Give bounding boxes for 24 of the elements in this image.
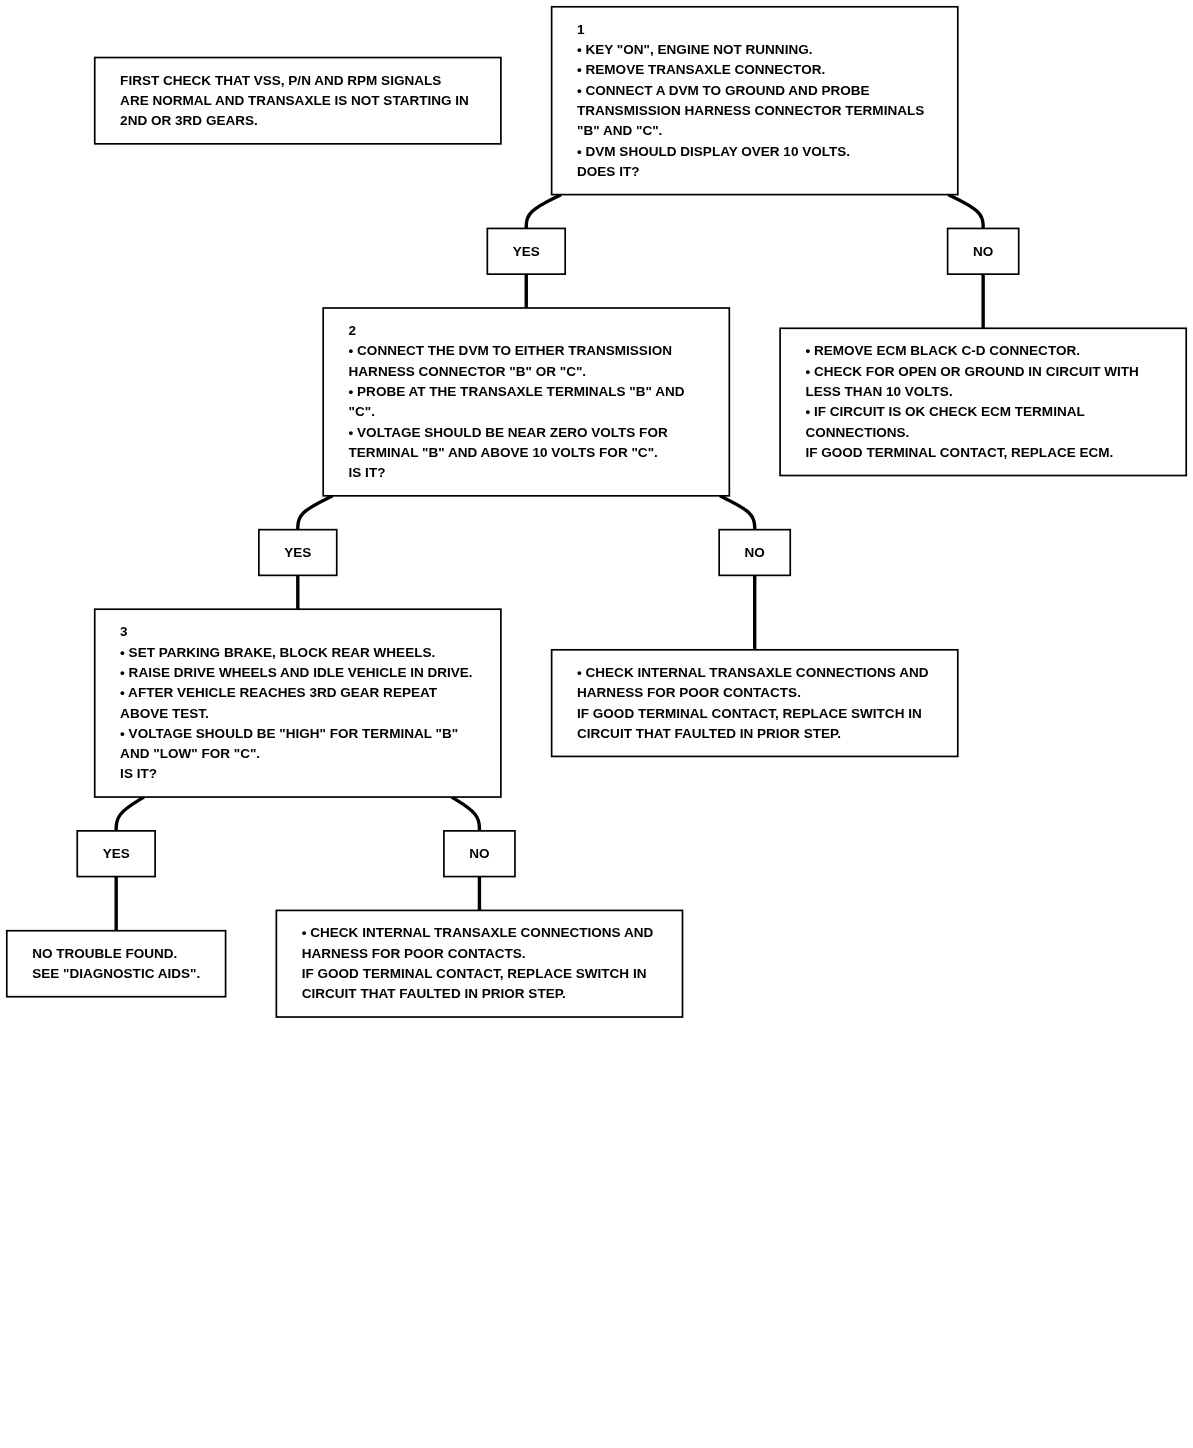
node-box: 3 • SET PARKING BRAKE, BLOCK REAR WHEELS. • RAISE DRIVE WHEELS AND IDLE VEHICLE IN DRIVE. • AFTER VEHICLE REACHES 3RD GEAR REPEAT ABOVE TEST. • VOLTAGE SHOULD BE "HIGH" FOR TERMINAL "B" AND "LOW" FOR "C". IS IT? bbox=[93, 608, 502, 798]
node-box: NO bbox=[718, 528, 792, 577]
connector bbox=[719, 494, 757, 530]
node-box: NO bbox=[946, 227, 1020, 275]
connector bbox=[981, 274, 985, 329]
connector bbox=[296, 494, 334, 530]
node-box: NO TROUBLE FOUND. SEE "DIAGNOSTIC AIDS". bbox=[5, 929, 227, 998]
connector bbox=[753, 575, 757, 650]
node-box: • CHECK INTERNAL TRANSAXLE CONNECTIONS AND HARNESS FOR POOR CONTACTS. IF GOOD TERMINAL CONTACT, REPLACE SWITCH IN CIRCUIT THAT FAULTED IN PRIOR STEP. bbox=[275, 909, 684, 1018]
connector bbox=[114, 876, 118, 931]
node-box: YES bbox=[486, 227, 567, 275]
connector bbox=[477, 876, 482, 911]
node-box: • REMOVE ECM BLACK C-D CONNECTOR. • CHECK FOR OPEN OR GROUND IN CIRCUIT WITH LESS THAN 10 VOLTS. • IF CIRCUIT IS OK CHECK ECM TERMINAL CONNECTIONS. IF GOOD TERMINAL CONTACT, REPLACE ECM. bbox=[779, 327, 1188, 477]
connector bbox=[524, 193, 562, 229]
node-box: YES bbox=[258, 528, 338, 577]
connector bbox=[947, 193, 985, 229]
node-box: NO bbox=[443, 830, 516, 878]
node-box: • CHECK INTERNAL TRANSAXLE CONNECTIONS AND HARNESS FOR POOR CONTACTS. IF GOOD TERMINAL CONTACT, REPLACE SWITCH IN CIRCUIT THAT FAULTED IN PRIOR STEP. bbox=[550, 648, 959, 758]
connector bbox=[296, 575, 300, 610]
node-box: 1 • KEY "ON", ENGINE NOT RUNNING. • REMOVE TRANSAXLE CONNECTOR. • CONNECT A DVM TO GROUND AND PROBE TRANSMISSION HARNESS CONNECTOR TERMINALS "B" AND "C". • DVM SHOULD DISPLAY OVER 10 VOLTS. DOES IT? bbox=[550, 5, 959, 196]
node-box: FIRST CHECK THAT VSS, P/N AND RPM SIGNALS ARE NORMAL AND TRANSAXLE IS NOT STARTING IN 2ND OR 3RD GEARS. bbox=[93, 56, 502, 145]
node-box: 2 • CONNECT THE DVM TO EITHER TRANSMISSION HARNESS CONNECTOR "B" OR "C". • PROBE AT THE TRANSAXLE TERMINALS "B" AND "C". • VOLTAGE SHOULD BE NEAR ZERO VOLTS FOR TERMINAL "B" AND ABOVE 10 VOLTS FOR "C". IS IT? bbox=[322, 307, 731, 497]
connector bbox=[524, 274, 528, 308]
node-box: YES bbox=[76, 830, 156, 878]
